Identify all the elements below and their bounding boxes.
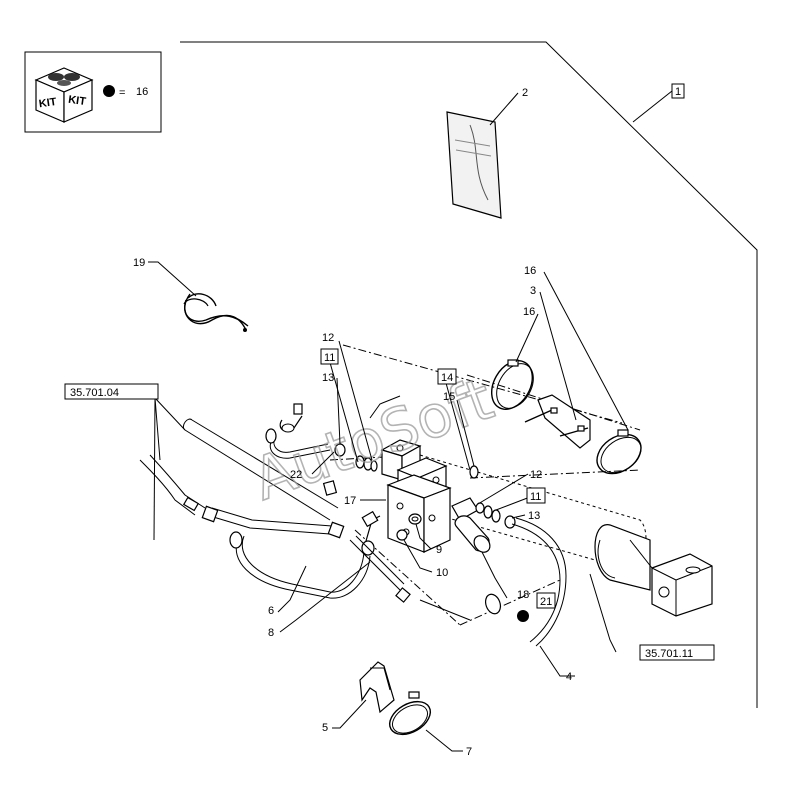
lower-parts: [359, 661, 431, 736]
kit-label-left: KIT: [38, 96, 57, 110]
right-fittings: [469, 465, 516, 529]
ref-12-left: 12: [322, 332, 334, 344]
ref-11-left: 11: [324, 352, 335, 364]
ref-6: 6: [268, 605, 274, 617]
hydraulic-cylinder: [419, 454, 713, 617]
strap-part: 19: [133, 257, 249, 332]
kit-box-icon: KIT KIT: [34, 67, 94, 123]
hose-clamps: [491, 359, 642, 475]
kit-dot-icon: [103, 85, 115, 97]
ref-35-701-04: 35.701.04: [70, 387, 119, 399]
ref-8: 8: [268, 627, 274, 639]
mounting-bracket: [524, 394, 591, 449]
left-tube: [139, 418, 339, 521]
ref-12-right: 12: [530, 469, 542, 481]
ref-1: 1: [675, 86, 681, 98]
ref-14: 14: [441, 372, 453, 384]
hydraulic-hoses: [201, 505, 567, 647]
ref-7: 7: [466, 746, 472, 758]
ref-3: 3: [530, 285, 536, 297]
ref-22: 22: [290, 469, 302, 481]
ref-17: 17: [344, 495, 356, 507]
ref-13-left: 13: [322, 372, 334, 384]
ref-2: 2: [522, 87, 528, 99]
ref-5: 5: [322, 722, 328, 734]
ref-11-right: 11: [530, 491, 541, 503]
kit-seal: [484, 593, 529, 622]
ref-13-right: 13: [528, 510, 540, 522]
leader-lines: [153, 271, 629, 752]
ref-21: 21: [540, 596, 552, 608]
kit-equals: =: [119, 87, 125, 99]
kit-count: 16: [136, 86, 148, 98]
ref-15: 15: [443, 391, 455, 403]
instruction-booklet: 2: [446, 87, 528, 219]
ref-9: 9: [436, 544, 442, 556]
ref-10: 10: [436, 567, 448, 579]
left-fittings: [265, 403, 378, 496]
ref-4: 4: [566, 671, 572, 683]
ref-16-second: 16: [523, 306, 535, 318]
ref-35-701-11: 35.701.11: [645, 648, 693, 660]
ref-18: 18: [517, 589, 529, 601]
kit-label-right: KIT: [67, 94, 86, 108]
small-fittings: [396, 513, 422, 541]
kit-legend: KIT KIT = 16: [24, 51, 162, 133]
part-labels: 35.701.04 35.701.11 16 3 16 12 11 13 14 …: [64, 265, 715, 758]
kit-dot-marker-icon: [517, 610, 529, 622]
ref-16-top: 16: [524, 265, 536, 277]
assembly-bracket: 1: [180, 41, 758, 708]
ref-19: 19: [133, 257, 145, 269]
valve-block: [380, 439, 491, 553]
